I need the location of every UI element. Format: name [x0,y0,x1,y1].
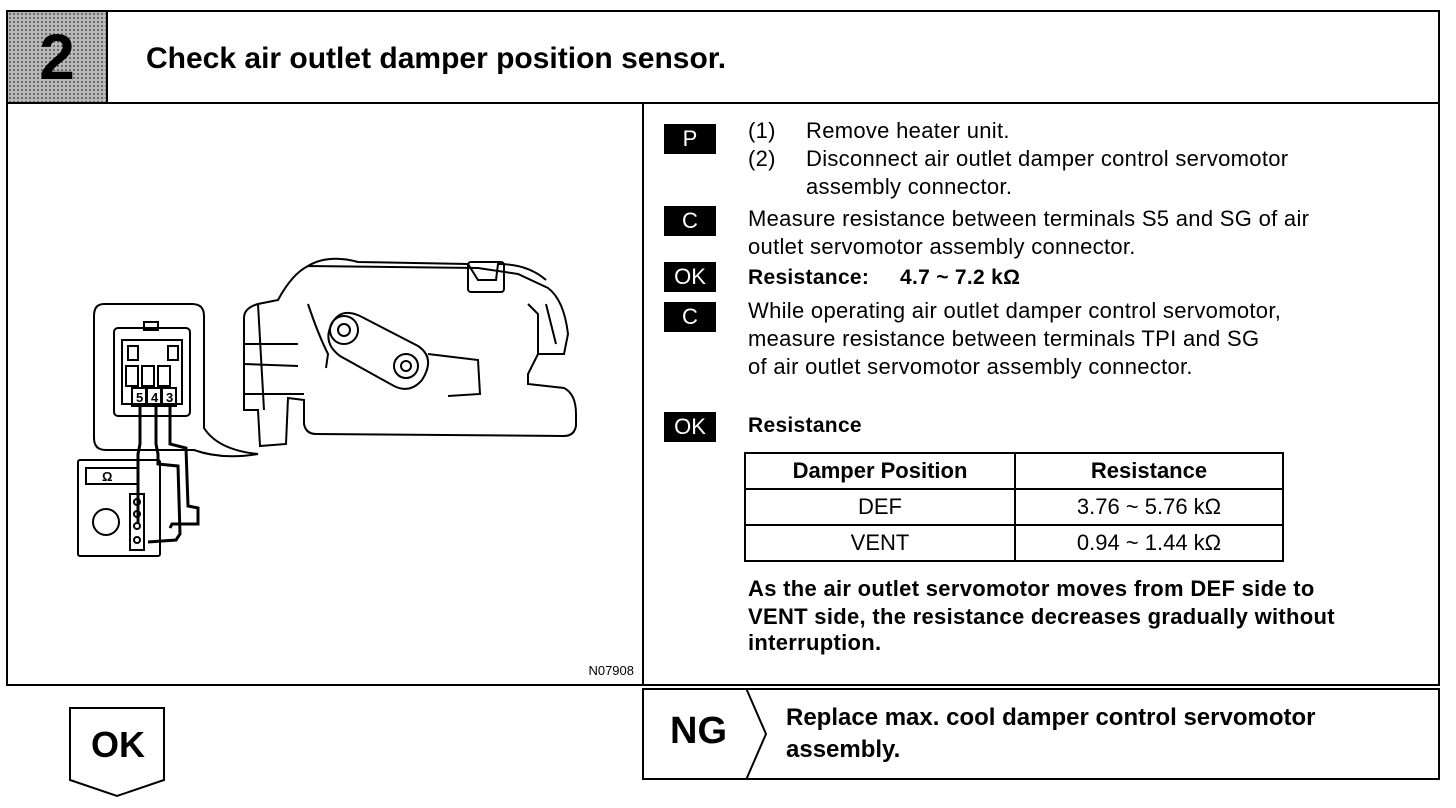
check-2-line-3: of air outlet servomotor assembly connec… [748,354,1193,379]
table-header-cell: Resistance [1014,452,1284,490]
lever-arm [327,312,429,390]
badge-check-2: C [664,302,716,332]
note-line-1: As the air outlet servomotor moves from … [748,576,1315,601]
terminal-labels: 5 4 3 [136,390,173,405]
check-2-line-2: measure resistance between terminals TPI… [748,326,1260,351]
illustration-panel: 5 4 3 Ω N07908 [6,102,644,686]
badge-ok-2: OK [664,412,716,442]
table-cell: 0.94 ~ 1.44 kΩ [1014,524,1284,562]
meter-display [85,467,139,485]
ng-chevron-divider [745,688,768,780]
ok-1-value: 4.7 ~ 7.2 kΩ [900,266,1021,289]
page-title: Check air outlet damper position sensor. [146,42,727,75]
connector-housing [113,327,191,417]
connector-diagram: 5 4 3 Ω [77,257,577,557]
terminal-5: 5 [136,390,143,405]
note-line-3: interruption. [748,630,882,655]
terminal-3: 3 [166,390,173,405]
ng-action-line-1: Replace max. cool damper control servomo… [786,704,1316,731]
step-number: 2 [39,21,75,93]
figure-code: N07908 [588,663,634,678]
note-line-2: VENT side, the resistance decreases grad… [748,604,1335,629]
ohm-symbol: Ω [102,469,112,484]
step-2-text-line-2: assembly connector. [806,174,1013,199]
ok-label: OK [91,724,145,765]
step-2-text-line-1: Disconnect air outlet damper control ser… [806,146,1289,171]
procedure-panel [642,102,1440,686]
ng-result-box [642,688,1440,780]
ok-1-label: Resistance: [748,266,870,289]
ok-2-label: Resistance [748,414,862,437]
badge-check-1: C [664,206,716,236]
ng-action-line-2: assembly. [786,736,901,763]
ok-arrow-shape [69,707,165,798]
table-cell: 3.76 ~ 5.76 kΩ [1014,488,1284,526]
servomotor-assembly [243,264,577,448]
callout-bubble [93,303,259,458]
badge-ok-1: OK [664,262,716,292]
check-1-line-2: outlet servomotor assembly connector. [748,234,1136,259]
terminal-4: 4 [151,390,159,405]
table-cell: VENT [744,524,1016,562]
check-2-line-1: While operating air outlet damper contro… [748,298,1282,323]
table-cell: DEF [744,488,1016,526]
table-row: VENT 0.94 ~ 1.44 kΩ [744,524,1284,562]
table-header-cell: Damper Position [744,452,1016,490]
step-header: 2 Check air outlet damper position senso… [6,10,1440,104]
step-1-number: (1) [748,118,776,143]
table-row: DEF 3.76 ~ 5.76 kΩ [744,488,1284,526]
step-1-text: Remove heater unit. [806,118,1010,143]
badge-prepare: P [664,124,716,154]
table-header-row: Damper Position Resistance [744,452,1284,490]
step-number-box: 2 [8,12,108,102]
step-2-number: (2) [748,146,776,171]
ng-label: NG [670,710,727,752]
resistance-table: Damper Position Resistance DEF 3.76 ~ 5.… [744,452,1284,562]
ok-result-box: OK [68,706,165,798]
ohmmeter [77,459,161,557]
check-1-line-1: Measure resistance between terminals S5 … [748,206,1310,231]
